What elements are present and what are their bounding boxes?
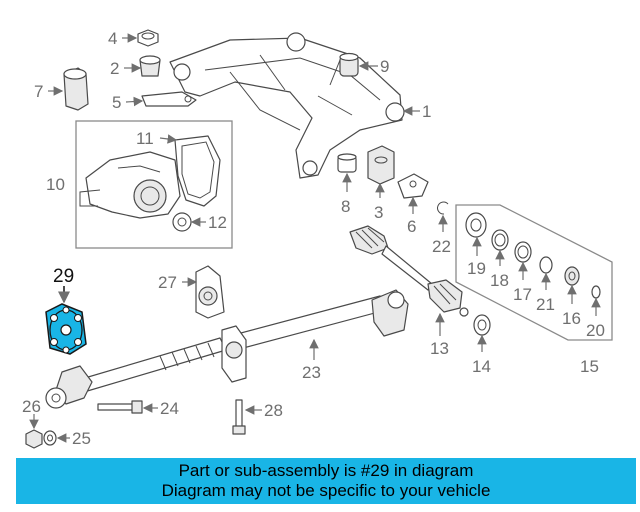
callout-1: 1 [422, 102, 431, 121]
callout-5: 5 [112, 93, 121, 112]
part-17-ring [514, 241, 532, 263]
callout-13: 13 [430, 339, 449, 358]
callout-10: 10 [46, 175, 65, 194]
callout-16: 16 [562, 309, 581, 328]
banner-line-2: Diagram may not be specific to your vehi… [161, 481, 491, 500]
callout-25: 25 [72, 429, 91, 448]
callout-11: 11 [136, 129, 154, 148]
callout-24: 24 [160, 399, 179, 418]
callout-19: 19 [467, 259, 486, 278]
part-26-nut [25, 429, 43, 449]
callout-labels: 4 2 5 7 9 1 11 10 12 8 3 6 22 13 14 19 1… [22, 29, 605, 448]
part-10-differential [79, 151, 181, 219]
part-2-bushing [139, 55, 161, 77]
part-25-washer [43, 430, 57, 446]
part-24-bolt [97, 400, 143, 414]
callout-21: 21 [536, 295, 555, 314]
part-21-ring [539, 256, 553, 274]
bearing-kit-parts [465, 212, 601, 299]
callout-29[interactable]: 29 [53, 266, 74, 287]
callout-2: 2 [110, 59, 119, 78]
callout-18: 18 [490, 271, 509, 290]
banner-line-1: Part or sub-assembly is #29 in diagram [178, 461, 474, 480]
callout-9: 9 [380, 57, 389, 76]
callout-7: 7 [34, 82, 43, 101]
callout-3: 3 [374, 203, 383, 222]
part-4-nut [137, 29, 159, 47]
part-20-clip [591, 285, 601, 299]
part-16-bearing [564, 266, 580, 286]
part-12-seal [172, 212, 192, 232]
differential-group-box [75, 120, 233, 249]
callout-4: 4 [108, 29, 117, 48]
callout-8: 8 [341, 197, 350, 216]
part-22-clip [437, 201, 449, 215]
part-19-seal [465, 212, 487, 238]
callout-12: 12 [208, 213, 227, 232]
part-6-bracket [397, 173, 429, 199]
part-8-bushing [337, 153, 357, 173]
part-11-cover-gasket [174, 135, 221, 207]
part-27-center-bearing [195, 265, 225, 319]
callout-26: 26 [22, 397, 41, 416]
callout-23: 23 [302, 363, 321, 382]
callout-6: 6 [407, 217, 416, 236]
part-3-mount [367, 145, 395, 185]
callout-15: 15 [580, 357, 599, 376]
info-banner: Part or sub-assembly is #29 in diagram D… [16, 458, 636, 504]
parts-diagram: 4 2 5 7 9 1 11 10 12 8 3 6 22 13 14 19 1… [22, 29, 613, 449]
part-14-washer [473, 314, 491, 336]
part-29-flex-disc-highlighted[interactable] [45, 303, 87, 355]
callout-20: 20 [586, 321, 605, 340]
part-7-mount [63, 67, 89, 111]
leader-lines [29, 33, 601, 443]
callout-28: 28 [264, 401, 283, 420]
part-28-bolt [232, 399, 246, 435]
callout-17: 17 [513, 285, 532, 304]
part-13-axle-shaft [349, 225, 469, 317]
callout-14: 14 [472, 357, 491, 376]
callout-22: 22 [432, 237, 451, 256]
part-23-driveshaft [45, 289, 409, 409]
part-18-ring [491, 229, 509, 251]
bearing-kit-group-box [455, 204, 613, 341]
part-5-bracket [141, 91, 197, 107]
part-9-bushing [339, 52, 359, 77]
center-bearing-installed [221, 325, 247, 383]
callout-27: 27 [158, 273, 177, 292]
